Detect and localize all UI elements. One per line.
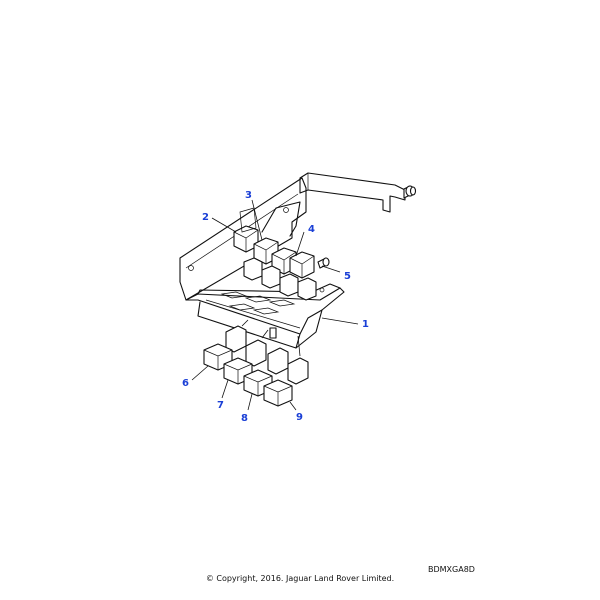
callout-6: 6 — [182, 378, 189, 389]
drawing-code: BDMXGA8D — [428, 565, 475, 574]
relay-4 — [289, 251, 315, 279]
mounting-arm — [299, 172, 417, 213]
callout-7: 7 — [217, 400, 224, 411]
callout-5: 5 — [344, 271, 351, 282]
copyright-notice: © Copyright, 2016. Jaguar Land Rover Lim… — [205, 574, 395, 583]
callout-3: 3 — [245, 190, 252, 201]
leader-lines — [191, 199, 359, 411]
lower-relays — [203, 319, 309, 407]
callout-8: 8 — [241, 413, 248, 424]
relay-9 — [263, 379, 293, 407]
relay-2 — [233, 207, 259, 253]
callout-1: 1 — [362, 319, 369, 330]
callout-2: 2 — [202, 212, 209, 223]
upper-relays — [233, 201, 330, 301]
upper-connectors — [243, 257, 317, 301]
callout-4: 4 — [308, 224, 315, 235]
callout-9: 9 — [296, 412, 303, 423]
